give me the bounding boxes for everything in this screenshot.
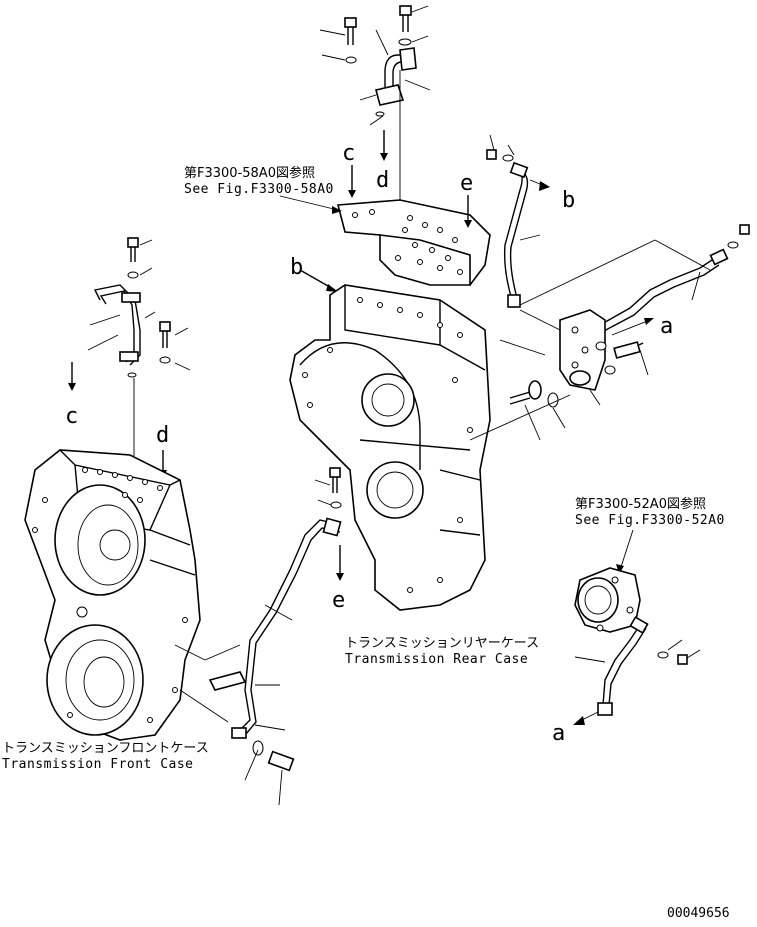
arrow-c-left xyxy=(68,362,76,391)
arrow-e-top xyxy=(464,195,472,228)
filter-ref-jp: 第F3300-52A0図参照 xyxy=(575,496,706,512)
letter-d-left: d xyxy=(156,423,169,448)
letter-a-right: a xyxy=(660,314,673,339)
letter-c-left: c xyxy=(65,404,78,429)
drawing-number: 00049656 xyxy=(667,906,730,921)
front-case xyxy=(24,449,201,741)
plug-parts xyxy=(469,380,601,441)
letter-b-top: b xyxy=(562,188,575,213)
right-long-tube xyxy=(519,224,750,333)
top-leaders xyxy=(319,5,431,215)
arrow-c-top xyxy=(348,165,356,198)
letter-e-bottom: e xyxy=(332,588,345,613)
valve-ref-jp: 第F3300-58A0図参照 xyxy=(184,165,315,181)
filter-ref-leader xyxy=(619,529,634,571)
letter-e-top: e xyxy=(460,171,473,196)
rear-case-label-en: Transmission Rear Case xyxy=(345,652,528,667)
arrow-e-bottom xyxy=(336,545,344,581)
upper-right-tube xyxy=(486,134,550,308)
letter-d-top: d xyxy=(376,168,389,193)
left-fittings xyxy=(87,237,191,460)
valve-ref-en: See Fig.F3300-58A0 xyxy=(184,182,334,197)
front-case-leader xyxy=(179,689,229,723)
front-case-label-jp: トランスミッションフロントケース xyxy=(2,741,209,756)
front-case-label-en: Transmission Front Case xyxy=(2,757,194,772)
valve-block xyxy=(499,309,654,391)
letter-c-top: c xyxy=(342,141,355,166)
arrow-d-top xyxy=(380,130,388,161)
letter-a-bottom: a xyxy=(552,721,565,746)
filter-assembly xyxy=(574,567,641,633)
letter-b-pointer: b xyxy=(290,255,303,280)
rear-case xyxy=(289,284,491,611)
rear-case-label-jp: トランスミッションリヤーケース xyxy=(345,636,539,651)
valve-ref-leader xyxy=(279,195,339,211)
middle-long-tube xyxy=(174,467,342,806)
lower-right-tube xyxy=(573,616,701,725)
top-bolt-left xyxy=(344,17,357,64)
top-bolt-right xyxy=(398,5,412,46)
valve-plates xyxy=(336,199,491,286)
filter-ref-en: See Fig.F3300-52A0 xyxy=(575,513,725,528)
top-elbow-tube xyxy=(375,47,417,117)
